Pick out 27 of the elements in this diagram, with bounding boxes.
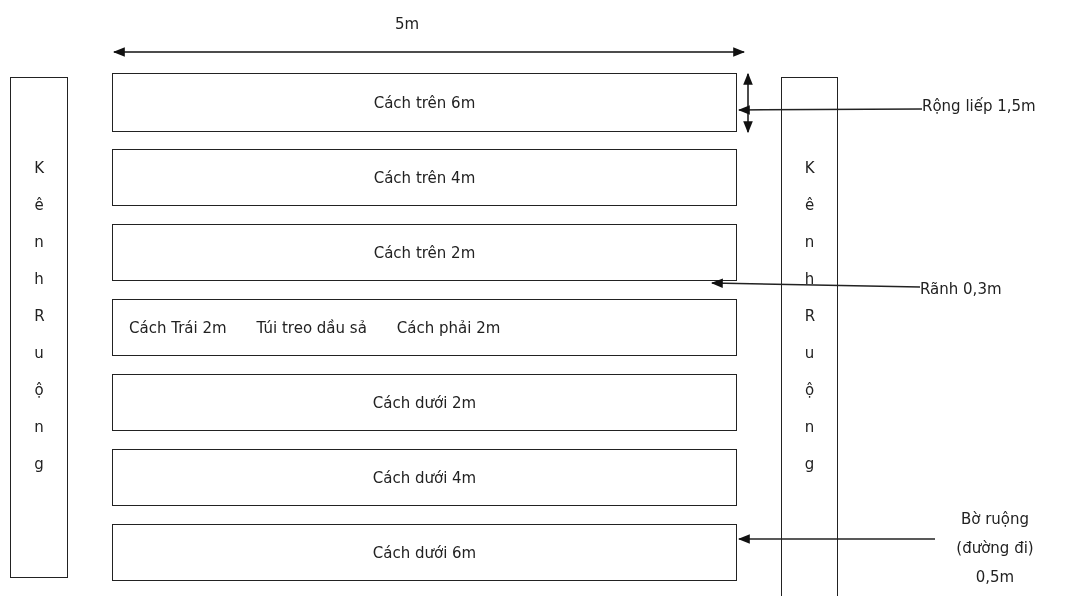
leader-arrow xyxy=(737,534,936,544)
bed-label: Cách dưới 6m xyxy=(372,543,477,562)
dimension-text: 5m xyxy=(395,15,420,33)
canal-strip xyxy=(10,77,68,578)
bed-label: Cách trên 2m xyxy=(373,243,476,262)
callout-text: Bờ ruộng (đường đi) 0,5m xyxy=(955,509,1035,588)
planting-bed xyxy=(112,224,737,281)
planting-bed xyxy=(112,149,737,206)
leader-arrow xyxy=(710,278,921,288)
bed-label: Cách Trái 2m xyxy=(129,318,227,337)
planting-bed xyxy=(112,374,737,431)
bed-label: Túi treo dầu sả xyxy=(256,318,367,337)
planting-bed xyxy=(112,449,737,506)
vertical-label: Kênh Ruộng xyxy=(804,158,815,475)
leader-arrow xyxy=(737,105,923,115)
callout-text: Rãnh 0,3m xyxy=(920,280,1003,298)
bed-label: Cách phải 2m xyxy=(396,318,501,337)
canal-strip xyxy=(781,77,838,596)
bed-label: Cách trên 4m xyxy=(373,168,476,187)
planting-bed xyxy=(112,524,737,581)
bed-label: Cách trên 6m xyxy=(373,93,476,112)
callout-text: Rộng liếp 1,5m xyxy=(922,97,1037,115)
planting-bed xyxy=(112,73,737,132)
vertical-label: Kênh Ruộng xyxy=(34,158,44,475)
bed-label: Cách dưới 4m xyxy=(372,468,477,487)
bed-label: Cách dưới 2m xyxy=(372,393,477,412)
planting-bed xyxy=(112,299,737,356)
